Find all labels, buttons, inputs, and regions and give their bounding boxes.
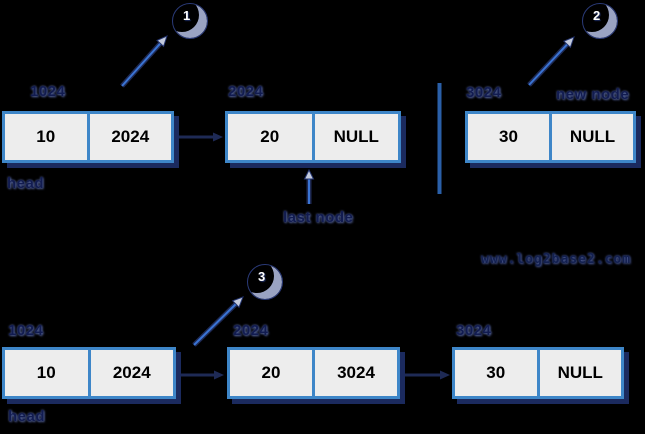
step3-pointer-arrow-icon: [192, 296, 244, 347]
node-value: 10: [36, 127, 56, 146]
last-node-label: last node: [283, 209, 354, 226]
bottom-node-2024: 20 3024: [227, 347, 400, 399]
node-value: 20: [260, 127, 280, 146]
node-next-pointer: NULL: [549, 114, 633, 160]
step-3-badge-icon: 3: [247, 264, 283, 300]
address-label-bottom-1024: 1024: [8, 322, 44, 339]
top-node-1024: 10 2024: [2, 111, 174, 163]
node-next-pointer: 2024: [86, 114, 172, 160]
address-label-top-1024: 1024: [30, 83, 66, 100]
next-arrow-bottom1-icon: [179, 370, 224, 380]
step-3-number: 3: [258, 269, 266, 284]
node-value: 10: [36, 363, 56, 382]
address-label-bottom-2024: 2024: [233, 322, 269, 339]
node-next-pointer: 3024: [312, 350, 397, 396]
last-node-arrow-icon: [303, 168, 315, 204]
head-label-bottom: head: [8, 408, 46, 425]
step2-pointer-arrow-icon: [527, 36, 575, 87]
address-label-top-3024: 3024: [466, 84, 502, 101]
step-2-badge-icon: 2: [582, 3, 618, 39]
bottom-node-1024: 10 2024: [2, 347, 176, 399]
address-label-bottom-3024: 3024: [456, 322, 492, 339]
node-next-pointer: 2024: [87, 350, 174, 396]
top-node-2024: 20 NULL: [225, 111, 401, 163]
next-arrow-bottom2-icon: [402, 370, 450, 380]
step-2-number: 2: [593, 8, 601, 23]
step-1-badge-icon: 1: [172, 3, 208, 39]
new-node-label: new node: [556, 86, 630, 103]
head-label-top: head: [7, 175, 45, 192]
address-label-top-2024: 2024: [228, 83, 264, 100]
step1-pointer-arrow-icon: [120, 35, 168, 88]
node-value: 30: [486, 363, 506, 382]
node-next-pointer: NULL: [311, 114, 399, 160]
step-1-number: 1: [183, 8, 191, 23]
panel-divider-line: [437, 83, 442, 194]
bottom-node-3024: 30 NULL: [452, 347, 624, 399]
node-next-pointer: NULL: [536, 350, 622, 396]
node-value: 20: [261, 363, 281, 382]
watermark-text: www.log2base2.com: [481, 252, 632, 267]
next-arrow-top-icon: [177, 132, 223, 142]
top-node-3024: 30 NULL: [465, 111, 636, 163]
node-value: 30: [499, 127, 518, 146]
